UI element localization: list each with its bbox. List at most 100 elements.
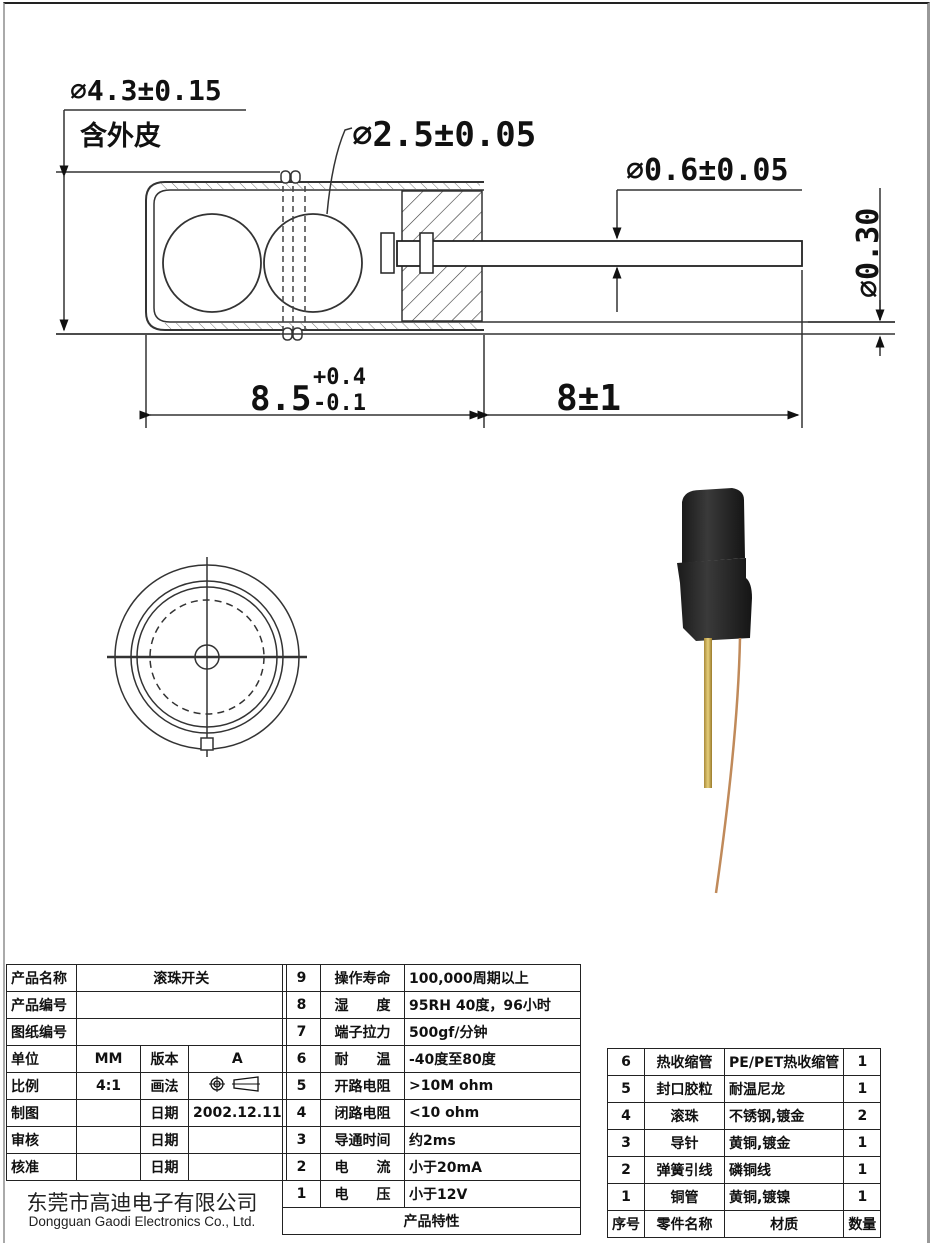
- part-qty: 1: [843, 1183, 882, 1211]
- char-no: 3: [282, 1126, 321, 1154]
- parts-list-table: 6 热收缩管 PE/PET热收缩管 1 5 封口胶粒 耐温尼龙 1 4 滚珠 不…: [607, 1048, 882, 1238]
- part-material: 耐温尼龙: [723, 1075, 845, 1103]
- approve-date-label: 日期: [140, 1153, 189, 1181]
- characteristic-row: 5 开路电阻 >10M ohm: [282, 1072, 581, 1100]
- char-no: 1: [282, 1180, 321, 1208]
- char-value: <10 ohm: [404, 1099, 581, 1127]
- part-no: 4: [607, 1102, 645, 1130]
- ball-diameter-label: ⌀2.5±0.05: [352, 115, 536, 155]
- part-qty: 1: [843, 1048, 882, 1076]
- part-name: 滚珠: [644, 1102, 725, 1130]
- char-no: 4: [282, 1099, 321, 1127]
- ball-right: [263, 213, 363, 313]
- part-no: 1: [607, 1183, 645, 1211]
- header-no: 序号: [607, 1210, 645, 1238]
- drawn-date-value: 2002.12.11: [188, 1099, 287, 1127]
- pin: [380, 232, 803, 274]
- char-name: 操作寿命: [320, 964, 405, 992]
- char-value: -40度至80度: [404, 1045, 581, 1073]
- part-no: 2: [607, 1156, 645, 1184]
- end-view-drawing: [107, 557, 307, 757]
- approve-date-value: [188, 1153, 287, 1181]
- review-date-label: 日期: [140, 1126, 189, 1154]
- projection-label: 画法: [140, 1072, 189, 1100]
- scale-value: 4:1: [76, 1072, 141, 1100]
- body-length-upper-tol: +0.4: [313, 365, 366, 390]
- approved-by-value: [76, 1153, 141, 1181]
- ball-left: [162, 213, 262, 313]
- part-material: 不锈钢,镀金: [723, 1102, 845, 1130]
- char-name: 导通时间: [320, 1126, 405, 1154]
- header-qty: 数量: [843, 1210, 882, 1238]
- part-qty: 1: [843, 1156, 882, 1184]
- part-name: 封口胶粒: [644, 1075, 725, 1103]
- char-value: 95RH 40度，96小时: [404, 991, 581, 1019]
- product-photo: [677, 488, 752, 894]
- scale-label: 比例: [6, 1072, 77, 1100]
- drawing-number-label: 图纸编号: [6, 1018, 77, 1046]
- part-row: 2 弹簧引线 磷铜线 1: [607, 1156, 882, 1184]
- characteristic-row: 2 电 流 小于20mA: [282, 1153, 581, 1181]
- product-name-value: 滚珠开关: [76, 964, 287, 992]
- part-no: 3: [607, 1129, 645, 1157]
- char-name: 闭路电阻: [320, 1099, 405, 1127]
- part-qty: 1: [843, 1129, 882, 1157]
- char-no: 2: [282, 1153, 321, 1181]
- body-length-label: 8.5: [250, 379, 311, 419]
- part-no: 5: [607, 1075, 645, 1103]
- char-value: 小于20mA: [404, 1153, 581, 1181]
- part-row: 1 铜管 黄铜,镀镍 1: [607, 1183, 882, 1211]
- part-material: 黄铜,镀金: [723, 1129, 845, 1157]
- length-dimension: [139, 270, 803, 428]
- company-name: 东莞市高迪电子有限公司 Dongguan Gaodi Electronics C…: [6, 1191, 278, 1230]
- part-material: 黄铜,镀镍: [723, 1183, 845, 1211]
- part-name: 导针: [644, 1129, 725, 1157]
- shell: [145, 181, 484, 331]
- characteristic-row: 6 耐 温 -40度至80度: [282, 1045, 581, 1073]
- pin-diameter-label: ⌀0.6±0.05: [626, 153, 789, 188]
- drawn-by-value: [76, 1099, 141, 1127]
- unit-value: MM: [76, 1045, 141, 1073]
- projection-symbol: [188, 1072, 287, 1100]
- title-block-table: 产品名称 滚珠开关 产品编号 图纸编号 单位 MM 版本 A 比例 4:1 画法: [6, 964, 287, 1181]
- drawn-date-label: 日期: [140, 1099, 189, 1127]
- char-value: 约2ms: [404, 1126, 581, 1154]
- version-value: A: [188, 1045, 287, 1073]
- part-no: 6: [607, 1048, 645, 1076]
- version-label: 版本: [140, 1045, 189, 1073]
- char-name: 耐 温: [320, 1045, 405, 1073]
- wire-diameter-leader: [808, 188, 895, 356]
- characteristic-row: 9 操作寿命 100,000周期以上: [282, 964, 581, 992]
- drawing-frame: [3, 2, 930, 1243]
- char-value: 小于12V: [404, 1180, 581, 1208]
- char-name: 湿 度: [320, 991, 405, 1019]
- company-name-cn: 东莞市高迪电子有限公司: [26, 1191, 258, 1215]
- header-part-name: 零件名称: [644, 1210, 725, 1238]
- side-view-drawing: ⌀4.3±0.15 含外皮 ⌀2.5±0.05 ⌀0.6±0.05 ⌀0.30 …: [56, 74, 895, 757]
- reviewed-by-label: 审核: [6, 1126, 77, 1154]
- part-material: PE/PET热收缩管: [723, 1048, 845, 1076]
- approved-by-label: 核准: [6, 1153, 77, 1181]
- unit-label: 单位: [6, 1045, 77, 1073]
- part-name: 热收缩管: [644, 1048, 725, 1076]
- part-row: 5 封口胶粒 耐温尼龙 1: [607, 1075, 882, 1103]
- characteristic-row: 8 湿 度 95RH 40度，96小时: [282, 991, 581, 1019]
- part-qty: 2: [843, 1102, 882, 1130]
- part-row: 3 导针 黄铜,镀金 1: [607, 1129, 882, 1157]
- part-material: 磷铜线: [723, 1156, 845, 1184]
- reviewed-by-value: [76, 1126, 141, 1154]
- part-name: 铜管: [644, 1183, 725, 1211]
- wire-diameter-label: ⌀0.30: [851, 208, 886, 298]
- spring-loops: [280, 170, 303, 341]
- outer-diameter-note: 含外皮: [80, 120, 161, 152]
- company-name-en: Dongguan Gaodi Electronics Co., Ltd.: [28, 1214, 256, 1230]
- char-no: 6: [282, 1045, 321, 1073]
- char-no: 7: [282, 1018, 321, 1046]
- characteristic-row: 4 闭路电阻 <10 ohm: [282, 1099, 581, 1127]
- part-qty: 1: [843, 1075, 882, 1103]
- char-name: 端子拉力: [320, 1018, 405, 1046]
- characteristic-row: 7 端子拉力 500gf/分钟: [282, 1018, 581, 1046]
- part-name: 弹簧引线: [644, 1156, 725, 1184]
- char-name: 电 压: [320, 1180, 405, 1208]
- product-code-value: [76, 991, 287, 1019]
